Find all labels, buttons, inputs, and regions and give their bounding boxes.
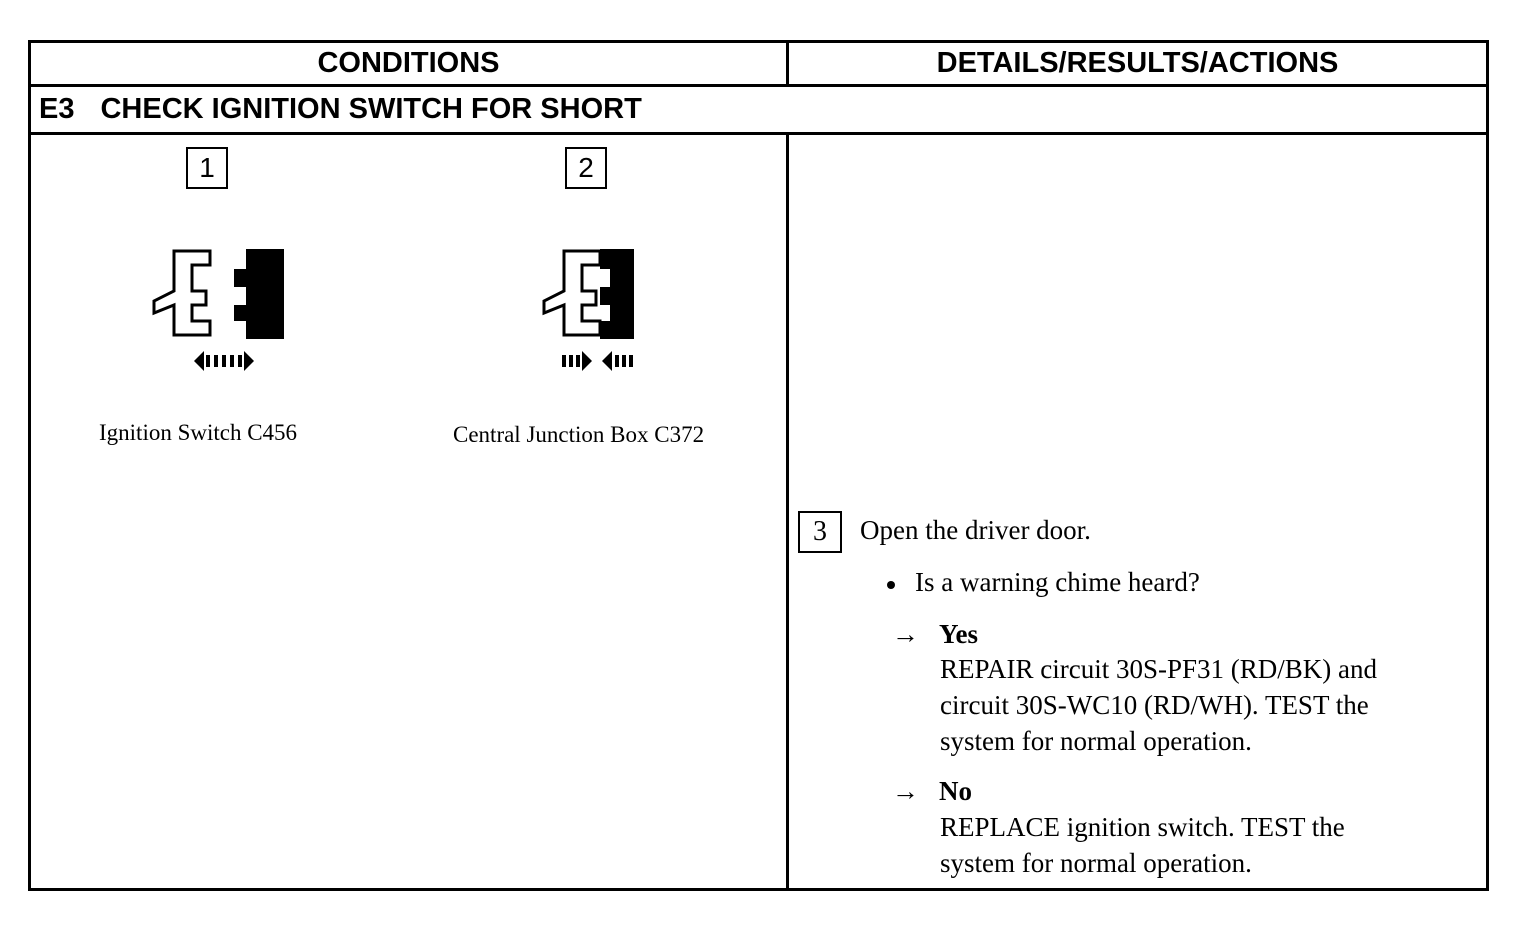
step-title: CHECK IGNITION SWITCH FOR SHORT xyxy=(100,93,642,125)
action-instruction: Open the driver door. xyxy=(860,515,1091,545)
action-question: Is a warning chime heard? xyxy=(887,567,1200,598)
result-no-line-2: system for normal operation. xyxy=(940,848,1252,878)
result-yes-arrow: → xyxy=(892,619,919,649)
result-yes-line-2: circuit 30S-WC10 (RD/WH). TEST the xyxy=(940,690,1369,720)
step-title-row: E3 CHECK IGNITION SWITCH FOR SHORT xyxy=(31,87,1486,135)
conditions-cell: 1 Ignition Switch C456 2 Central J xyxy=(31,135,789,888)
bullet-icon xyxy=(887,580,895,589)
header-details-results-actions: DETAILS/RESULTS/ACTIONS xyxy=(789,43,1486,87)
condition-caption-1: Ignition Switch C456 xyxy=(99,420,298,445)
result-yes-line-1: REPAIR circuit 30S-PF31 (RD/BK) and xyxy=(940,654,1378,684)
result-no-label: No xyxy=(939,776,972,806)
result-no-line-1: REPLACE ignition switch. TEST the xyxy=(940,812,1345,842)
result-yes-label: Yes xyxy=(939,619,978,649)
result-yes-line-3: system for normal operation. xyxy=(940,726,1252,756)
step-id: E3 xyxy=(39,93,75,125)
connector-disconnect-icon xyxy=(152,249,284,371)
connector-connect-icon xyxy=(542,249,634,371)
diagnostic-table: CONDITIONS DETAILS/RESULTS/ACTIONS E3 CH… xyxy=(28,40,1489,891)
action-question-text: Is a warning chime heard? xyxy=(915,567,1200,597)
condition-number-1: 1 xyxy=(186,147,228,189)
condition-number-2: 2 xyxy=(565,147,607,189)
result-no-arrow: → xyxy=(892,776,919,806)
header-conditions: CONDITIONS xyxy=(31,43,789,87)
actions-cell: 3 Open the driver door. Is a warning chi… xyxy=(789,135,1486,888)
action-number: 3 xyxy=(798,511,842,553)
condition-caption-2: Central Junction Box C372 xyxy=(453,422,705,447)
